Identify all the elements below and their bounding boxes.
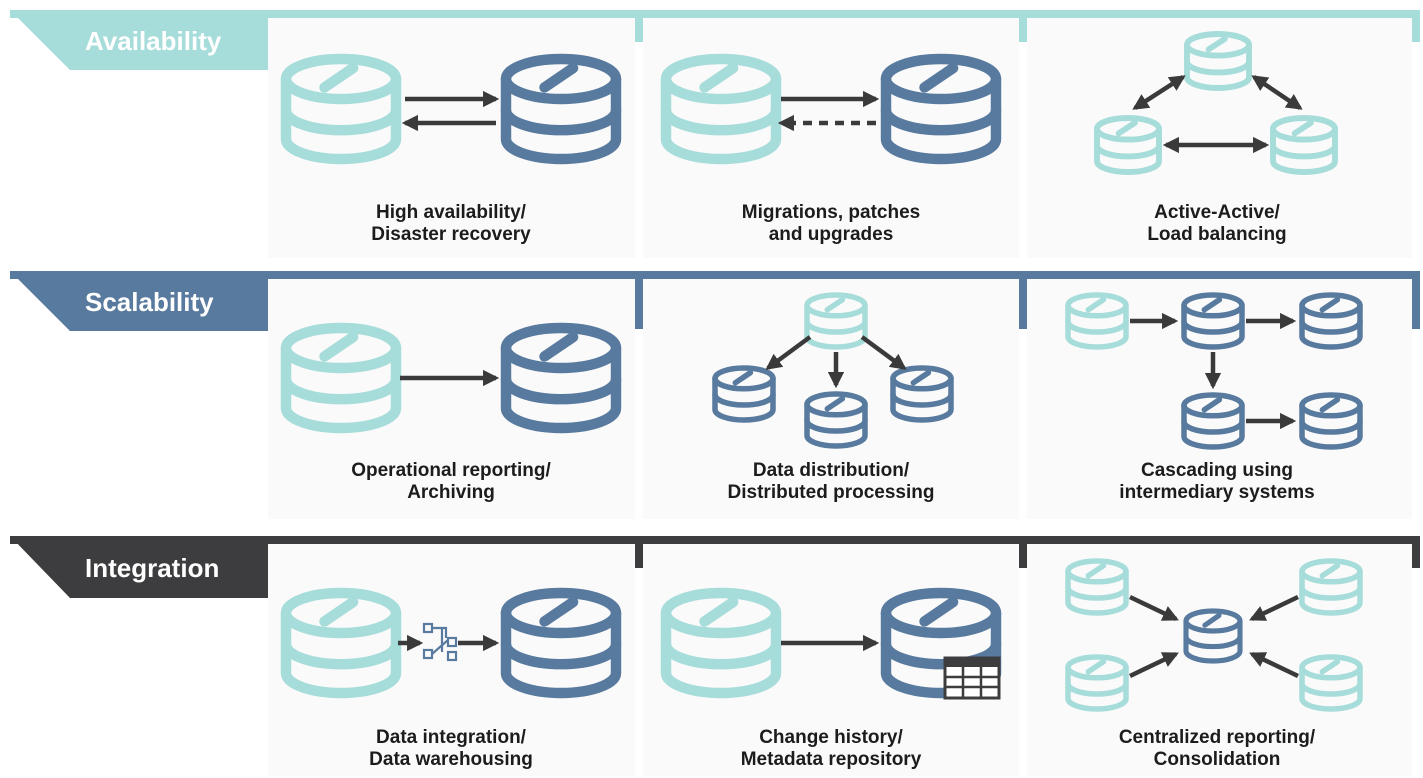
database-source-icon [1065, 558, 1129, 616]
caption-distribution-line2: Distributed processing [728, 482, 935, 503]
row-label-availability: Availability [85, 26, 222, 56]
table-grid-icon [943, 656, 1001, 700]
caption-migrations-line1: Migrations, patches [742, 202, 920, 223]
arrow-icon [1132, 75, 1186, 110]
database-target-icon [500, 322, 622, 434]
database-node-icon [1094, 115, 1162, 175]
caption-ha-dr-line1: High availability/ [376, 202, 527, 223]
arrow-icon [1129, 594, 1179, 622]
caption-active-active-line1: Active-Active/ [1154, 202, 1280, 223]
row-label-scalability: Scalability [85, 287, 214, 317]
caption-migrations-line2: and upgrades [769, 224, 894, 245]
caption-integration-line2: Data warehousing [369, 749, 533, 770]
caption-change-history-line2: Metadata repository [741, 749, 922, 770]
arrow-icon [860, 335, 907, 370]
etl-pipeline-icon [422, 622, 458, 662]
row-availability-band [10, 10, 1420, 18]
database-source-icon [280, 53, 402, 165]
row-scalability-band [10, 271, 1420, 279]
database-node-icon [1184, 31, 1252, 91]
database-source-icon [660, 587, 782, 699]
caption-ha-dr-line2: Disaster recovery [371, 224, 531, 245]
database-source-icon [280, 322, 402, 434]
caption-operational-line2: Archiving [407, 482, 495, 503]
arrow-icon [1249, 651, 1299, 679]
caption-cascading-line1: Cascading using [1141, 460, 1293, 481]
caption-integration-line1: Data integration/ [376, 727, 527, 748]
database-intermediary-icon [1181, 292, 1245, 350]
database-target-icon [712, 365, 776, 423]
database-source-icon [1299, 654, 1363, 712]
arrow-icon [1249, 594, 1299, 622]
database-target-icon [500, 53, 622, 165]
row-availability: Availability [10, 10, 1420, 70]
database-target-icon [1299, 392, 1363, 450]
row-scalability: Scalability [10, 271, 1420, 331]
arrow-icon [1251, 75, 1303, 110]
database-source-icon [660, 53, 782, 165]
caption-centralized-line2: Consolidation [1154, 749, 1281, 770]
database-central-icon [1183, 608, 1243, 664]
row-integration: Integration [10, 536, 1420, 598]
database-target-icon [500, 587, 622, 699]
arrow-icon [1129, 651, 1179, 679]
database-target-icon [880, 53, 1002, 165]
caption-operational-line1: Operational reporting/ [351, 460, 551, 481]
row-integration-band [10, 536, 1420, 544]
caption-active-active-line2: Load balancing [1147, 224, 1286, 245]
caption-change-history-line1: Change history/ [759, 727, 903, 748]
database-target-icon [1181, 392, 1245, 450]
database-target-icon [880, 587, 1002, 699]
database-source-icon [280, 587, 402, 699]
caption-cascading-line2: intermediary systems [1119, 482, 1314, 503]
database-target-icon [804, 391, 868, 449]
database-node-icon [1270, 115, 1338, 175]
caption-distribution-line1: Data distribution/ [753, 460, 910, 481]
captions: High availability/ Disaster recovery Mig… [351, 202, 1316, 770]
database-target-icon [1299, 292, 1363, 350]
card-backgrounds [268, 18, 1412, 776]
arrow-icon [765, 335, 812, 370]
database-source-icon [1065, 292, 1129, 350]
database-target-icon [890, 365, 954, 423]
caption-centralized-line1: Centralized reporting/ [1119, 727, 1316, 748]
database-source-icon [1299, 558, 1363, 616]
row-label-integration: Integration [85, 553, 219, 583]
database-source-icon [1065, 654, 1129, 712]
